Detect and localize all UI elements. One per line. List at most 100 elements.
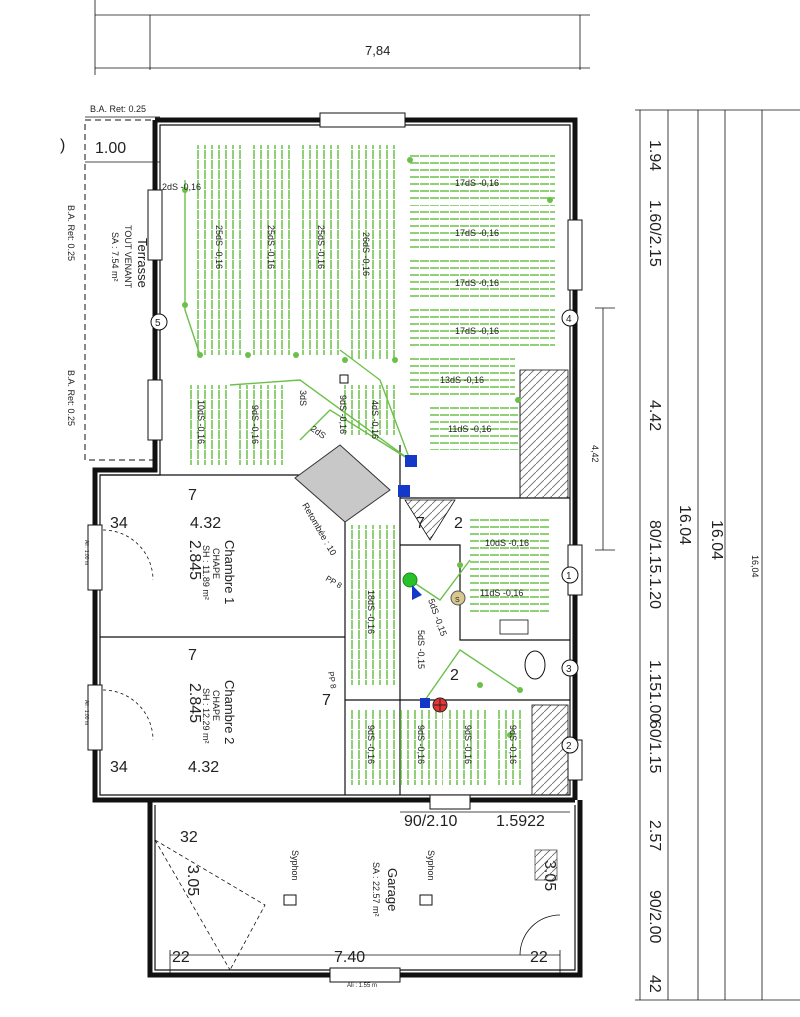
terrasse: B.A. Ret: 0.25 ) 1.00 B.A. Ret: 0.25 B.A… [60,104,160,461]
garage-height-dim: 3.05 [184,865,201,896]
ch1-n1: 7 [188,487,197,504]
seg-1: 1.94 [646,140,663,171]
top-width-label: 7,84 [365,43,390,58]
circuit-c4: 17dS -0,16 [455,326,499,336]
col-b-dimension: 16.04 [708,520,725,560]
ali-2: Ali : 1.00 m [83,700,89,725]
terrasse-sub: TOUT VENANT [123,225,133,289]
circuit-labels: 17dS -0,16 17dS -0,16 17dS -0,16 17dS -0… [162,178,529,764]
right-dimensions: 4,42 16,04 16.04 16.04 1.94 1.60/2.15 4.… [590,109,800,1001]
chambre2-title: Chambre 2 [222,680,237,744]
circuit-c9: 25dS -0,16 [266,225,276,269]
garage-width-dim: 7.40 [334,949,365,966]
chambre1-sub: CHAPE [211,548,221,579]
circuit-c8: 25dS -0,16 [316,225,326,269]
circuit-c26: 9dS -0,16 [508,725,518,764]
bottom-door-dim: 90/2.10 [404,813,457,830]
circuit-c15: 9dS -0,16 [338,395,348,434]
circuit-c21: 5dS -0,15 [426,597,449,637]
chambre1-title: Chambre 1 [222,540,237,604]
top-dimension: 7,84 [94,0,590,75]
ali-1: Ali : 1.00 m [83,540,89,565]
syphon-2: Syphon [426,850,436,881]
small-2b: 2 [450,667,459,684]
equipment: S [339,374,546,713]
seg-2: 1.60/2.15 [646,200,663,267]
circuit-c20: 11dS -0,16 [480,588,523,598]
chambre1-area: SH : 11.89 m² [201,545,211,600]
circuit-c22: 5dS -0,15 [416,630,426,669]
chambre-2: 7 2.845 34 4.32 Chambre 2 CHAPE SH : 12.… [83,574,344,776]
garage-title: Garage [385,868,400,911]
ba-ret-top: B.A. Ret: 0.25 [90,104,146,114]
chambre2-sub: CHAPE [211,690,221,721]
small-7b: 7 [322,692,331,709]
axis-1: 1 [566,571,572,582]
circuit-c5: 13dS -0,16 [440,375,484,385]
circuit-c2: 17dS -0,16 [455,228,499,238]
small-rooms: 7 2 2 [416,515,463,684]
terrasse-area: SA : 7.54 m² [110,232,120,282]
ba-ret-left2: B.A. Ret: 0.25 [66,370,76,426]
circuit-c6: 11dS -0,16 [448,424,491,434]
circuit-c12: 10dS -0,16 [196,400,206,444]
ch1-n2: 4.32 [190,515,221,532]
g-22b: 22 [530,949,548,966]
circuit-c13: 9dS -0,16 [250,405,260,444]
ch1-n3: 2.845 [186,540,203,580]
axis-3: 3 [566,664,572,675]
seg-8: 90/2.00 [646,890,663,943]
axis-4: 4 [566,314,572,325]
seg-7: 2.57 [646,820,663,851]
circuit-c25: 9dS -0,16 [463,725,473,764]
circuit-c17: 2dS [309,423,328,440]
circuit-c10: 25dS -0,16 [214,225,224,269]
ch2-n1: 7 [188,647,197,664]
syphon-1: Syphon [290,850,300,881]
pp-1: PP 8 [324,574,344,591]
garage-area: SA : 22.57 m² [371,862,381,917]
chambre-1: 7 4.32 2.845 34 Chambre 1 CHAPE SH : 11.… [83,487,237,604]
ch1-n4: 34 [110,515,128,532]
bottom-dims: 90/2.10 1.5922 [400,811,570,830]
seg-3: 4.42 [646,400,663,431]
axis-2: 2 [566,741,572,752]
small-2a: 2 [454,515,463,532]
g-22a: 22 [172,949,190,966]
seg-4: 80/1.15.1.20 [646,520,663,609]
circuit-c1: 17dS -0,16 [455,178,499,188]
right-total-dimension: 16,04 [750,555,760,578]
circuit-c24: 9dS -0,16 [416,725,426,764]
s-mark: S [455,597,460,604]
axis-markers: 5 4 1 3 2 [150,309,579,754]
circuit-c11: 2dS -0,16 [162,182,201,192]
seg-9: 42 [646,975,663,993]
pp-2: PP 8 [326,671,338,690]
bottom-right-dim: 1.5922 [496,813,545,830]
svg-text:): ) [60,137,65,154]
heating-coils [182,145,555,785]
small-7a: 7 [416,515,425,532]
g-32: 32 [180,829,198,846]
garage: 32 3.05 3.05 Garage SA : 22.57 m² Syphon… [154,829,561,989]
ch2-n3: 34 [110,759,128,776]
left-top-dimension: 1.00 [95,140,126,157]
seg-5: 1.151.00 [646,660,663,722]
ch2-n2: 2.845 [186,683,203,723]
col-c-dimension: 16.04 [676,505,693,545]
right-sub-dimension: 4,42 [590,445,600,463]
ali-3: Ali : 1.55 m [347,983,377,989]
terrasse-title: Terrasse [135,238,150,288]
circuit-c7: 26dS -0,16 [361,232,371,276]
circuit-c19: 10dS -0,16 [485,538,529,548]
axis-5: 5 [155,318,161,329]
circuit-c14: 3dS [298,390,308,406]
chambre2-area: SH : 12.29 m² [201,688,211,744]
circuit-c16: 4dS -0,16 [370,400,380,439]
ch2-n4: 4.32 [188,759,219,776]
circuit-c23: 9dS -0,16 [366,725,376,764]
circuit-c18: 18dS -0,16 [366,590,376,634]
circuit-c3: 17dS -0,16 [455,278,499,288]
ba-ret-left1: B.A. Ret: 0.25 [66,205,76,261]
